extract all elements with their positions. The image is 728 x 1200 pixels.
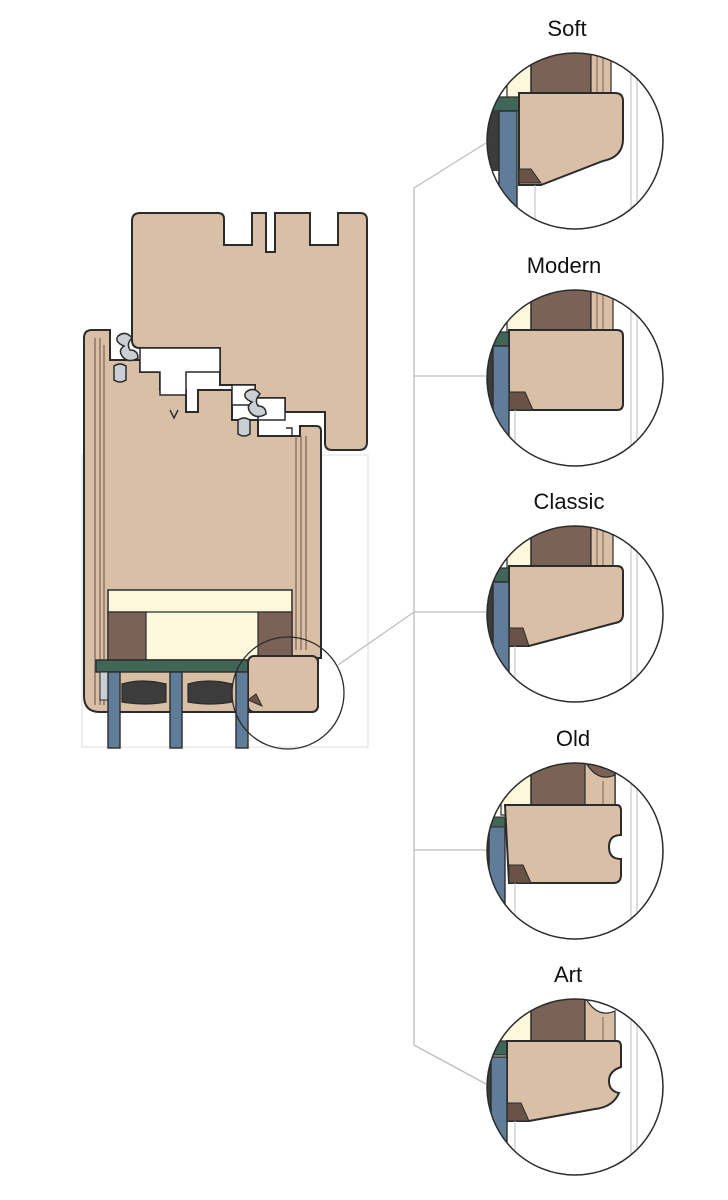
profile-detail-soft: Soft: [486, 16, 664, 230]
profile-label-soft: Soft: [547, 16, 586, 41]
profile-detail-modern: Modern: [486, 253, 664, 467]
glass-pane-2: [169, 671, 183, 749]
seal-upper: [116, 332, 139, 362]
profile-label-classic: Classic: [534, 489, 605, 514]
profile-detail-classic: Classic: [486, 489, 664, 703]
glass-pane-1: [107, 671, 121, 749]
profile-detail-art: Art: [486, 962, 664, 1176]
seal-lower: [244, 388, 267, 418]
profile-detail-old: Old: [486, 726, 664, 940]
main-cross-section: [81, 212, 369, 750]
connector-lines: [337, 142, 487, 1085]
glass-pane-3: [235, 671, 249, 749]
profile-label-art: Art: [554, 962, 582, 987]
upper-sash-block: [131, 212, 368, 451]
magnifier-circle: [231, 636, 345, 750]
glazing-gasket-bar: [95, 659, 249, 673]
profile-label-modern: Modern: [527, 253, 602, 278]
profile-label-old: Old: [556, 726, 590, 751]
